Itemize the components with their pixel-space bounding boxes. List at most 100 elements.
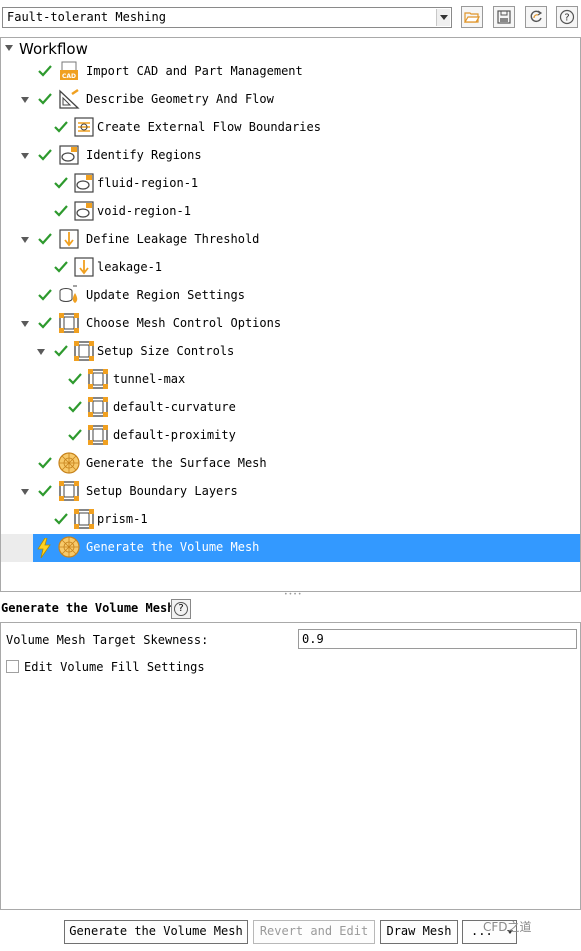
tree-item[interactable]: Update Region Settings (1, 282, 580, 310)
tree-item-label: Create External Flow Boundaries (97, 120, 321, 134)
region-icon (74, 201, 94, 221)
leakage-icon (59, 229, 79, 249)
tree-item[interactable]: Create External Flow Boundaries (1, 114, 580, 142)
tree-item-label: Define Leakage Threshold (86, 232, 260, 246)
save-workflow-button[interactable] (493, 6, 515, 28)
skewness-input[interactable]: 0.9 (298, 629, 577, 649)
tree-item-label: void-region-1 (97, 204, 191, 218)
tree-item[interactable]: default-curvature (1, 394, 580, 422)
region-settings-icon (59, 285, 78, 303)
folder-open-icon (464, 12, 480, 23)
mesh-control-icon (59, 313, 79, 333)
geometry-icon (59, 88, 80, 109)
tree-item[interactable]: default-proximity (1, 422, 580, 450)
check-icon (54, 121, 68, 136)
panel-splitter[interactable]: •••• (284, 591, 303, 598)
leakage-icon (74, 257, 94, 277)
svg-text:?: ? (564, 13, 569, 24)
workflow-type-value: Fault-tolerant Meshing (7, 10, 166, 24)
tree-item[interactable]: fluid-region-1 (1, 170, 580, 198)
task-title: Generate the Volume Mesh (1, 601, 175, 615)
tree-item[interactable]: void-region-1 (1, 198, 580, 226)
tree-item-label: prism-1 (97, 512, 148, 526)
check-icon (54, 513, 68, 528)
tree-item-label: Choose Mesh Control Options (86, 316, 282, 330)
edit-fill-settings-label[interactable]: Edit Volume Fill Settings (24, 660, 205, 674)
tree-item-label: Generate the Volume Mesh (86, 540, 260, 554)
collapse-arrow-icon[interactable] (5, 45, 13, 51)
boundary-icon (74, 117, 94, 137)
tree-item-label: Setup Boundary Layers (86, 484, 238, 498)
tree-item[interactable]: Describe Geometry And Flow (1, 86, 580, 114)
collapse-arrow-icon[interactable] (21, 153, 29, 159)
skewness-label: Volume Mesh Target Skewness: (6, 633, 209, 647)
sphere-mesh-icon (58, 452, 80, 474)
save-icon (497, 10, 511, 24)
generate-volume-mesh-button[interactable]: Generate the Volume Mesh (64, 920, 248, 944)
check-icon (38, 65, 52, 80)
tree-item[interactable]: Generate the Surface Mesh (1, 450, 580, 478)
mesh-control-icon (88, 397, 108, 417)
tree-item[interactable]: leakage-1 (1, 254, 580, 282)
sphere-mesh-icon (58, 536, 80, 558)
tree-item-label: Identify Regions (86, 148, 202, 162)
region-icon (59, 145, 79, 165)
collapse-arrow-icon[interactable] (37, 349, 45, 355)
collapse-arrow-icon[interactable] (21, 97, 29, 103)
tree-item-label: Import CAD and Part Management (86, 64, 303, 78)
check-icon (38, 457, 52, 472)
check-icon (68, 429, 82, 444)
lightning-icon (36, 537, 52, 561)
refresh-workflow-button[interactable] (525, 6, 547, 28)
watermark: CFD之道 (483, 920, 532, 934)
tree-item[interactable]: tunnel-max (1, 366, 580, 394)
check-icon (68, 401, 82, 416)
tree-item-label: tunnel-max (113, 372, 186, 386)
tree-item-label: Describe Geometry And Flow (86, 92, 274, 106)
check-icon (54, 261, 68, 276)
dropdown-arrow-icon[interactable] (436, 9, 450, 26)
check-icon (38, 485, 52, 500)
mesh-control-icon (88, 369, 108, 389)
tree-item-label: fluid-region-1 (97, 176, 199, 190)
more-options-label: ... (471, 924, 493, 938)
workflow-type-select[interactable]: Fault-tolerant Meshing (2, 7, 452, 28)
help-icon: ? (174, 602, 188, 616)
tree-item-label: Update Region Settings (86, 288, 245, 302)
tree-item-label: Setup Size Controls (97, 344, 235, 358)
mesh-control-icon (74, 341, 94, 361)
tree-item-label: default-proximity (113, 428, 236, 442)
collapse-arrow-icon[interactable] (21, 237, 29, 243)
tree-item[interactable]: prism-1 (1, 506, 580, 534)
workflow-help-button[interactable]: ? (556, 6, 578, 28)
draw-mesh-button[interactable]: Draw Mesh (380, 920, 458, 944)
region-icon (74, 173, 94, 193)
mesh-control-icon (88, 425, 108, 445)
check-icon (38, 317, 52, 332)
help-icon: ? (559, 9, 575, 25)
chevron-down-icon (507, 930, 513, 934)
more-options-button[interactable]: ... (462, 920, 517, 944)
task-panel: Volume Mesh Target Skewness: 0.9 Edit Vo… (0, 622, 581, 910)
edit-fill-settings-checkbox[interactable] (6, 660, 19, 673)
tree-item-label: default-curvature (113, 400, 236, 414)
revert-and-edit-button[interactable]: Revert and Edit (253, 920, 375, 944)
tree-item[interactable]: Setup Size Controls (1, 338, 580, 366)
tree-item[interactable]: Generate the Volume Mesh (1, 534, 580, 562)
task-help-button[interactable]: ? (171, 599, 191, 619)
check-icon (38, 233, 52, 248)
tree-item-label: Generate the Surface Mesh (86, 456, 267, 470)
tree-item[interactable]: Identify Regions (1, 142, 580, 170)
tree-item[interactable]: Setup Boundary Layers (1, 478, 580, 506)
tree-item[interactable]: Define Leakage Threshold (1, 226, 580, 254)
check-icon (68, 373, 82, 388)
tree-item[interactable]: Choose Mesh Control Options (1, 310, 580, 338)
load-workflow-button[interactable] (461, 6, 483, 28)
collapse-arrow-icon[interactable] (21, 489, 29, 495)
tree-item-label: leakage-1 (97, 260, 163, 274)
collapse-arrow-icon[interactable] (21, 321, 29, 327)
check-icon (38, 289, 52, 304)
mesh-control-icon (74, 509, 94, 529)
